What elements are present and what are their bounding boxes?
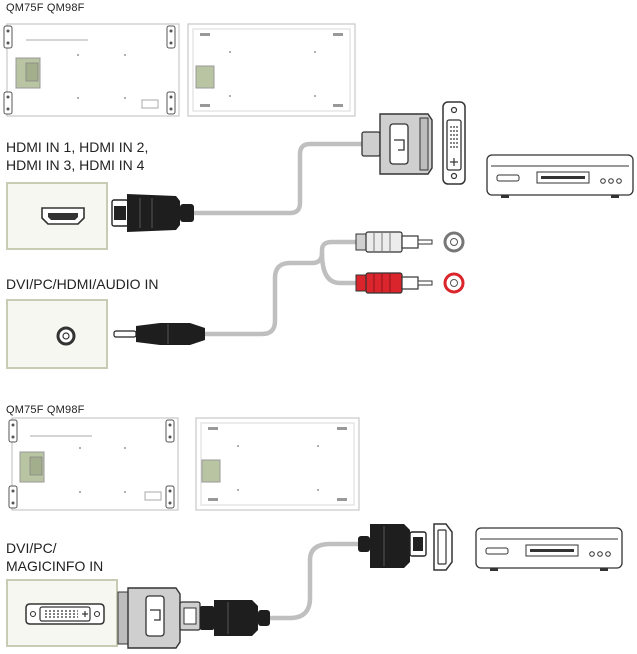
rear-panel-view-left (8, 417, 179, 511)
connector-board-highlight (201, 459, 221, 483)
audio-cable-red (319, 252, 362, 286)
dvi-label-line1: DVI/PC/ (6, 540, 57, 556)
model-title-top: QM75F QM98F (6, 2, 85, 14)
hdmi-plug-panel (111, 194, 194, 232)
hdmi-to-hdmi-cable (268, 541, 358, 621)
rca-plug-white (355, 231, 433, 253)
hdmi-to-dvi-cable (190, 141, 370, 216)
rca-jack-white (443, 231, 465, 253)
dvi-plug-bottom (117, 587, 201, 649)
dvi-plug-top (361, 113, 433, 175)
rear-panel-view-right (195, 417, 360, 511)
hdmi-label-line2: HDMI IN 3, HDMI IN 4 (6, 157, 145, 173)
hdmi-port-box (6, 182, 108, 250)
hdmi-label-line1: HDMI IN 1, HDMI IN 2, (6, 139, 149, 155)
source-device-top (486, 154, 634, 199)
hdmi-plug-adapter (200, 600, 270, 636)
audio-port-box (6, 299, 108, 369)
source-device-bottom (475, 527, 623, 572)
dvi-label-line2: MAGICINFO IN (6, 558, 104, 574)
model-title-bottom: QM75F QM98F (6, 404, 85, 416)
rca-plug-red (355, 272, 433, 294)
rca-jack-red (443, 272, 465, 294)
rear-panel-view-right (187, 23, 356, 117)
audio-cable-white (205, 239, 362, 337)
hdmi-plug-device (358, 524, 427, 568)
stereo-mini-plug (113, 323, 205, 345)
hdmi-port-device (433, 523, 453, 571)
rear-panel-view-left (3, 23, 180, 117)
connector-board-highlight (195, 65, 215, 89)
dvi-port-top (442, 101, 466, 185)
audio-label: DVI/PC/HDMI/AUDIO IN (6, 276, 159, 292)
dvi-port-box (6, 579, 118, 647)
